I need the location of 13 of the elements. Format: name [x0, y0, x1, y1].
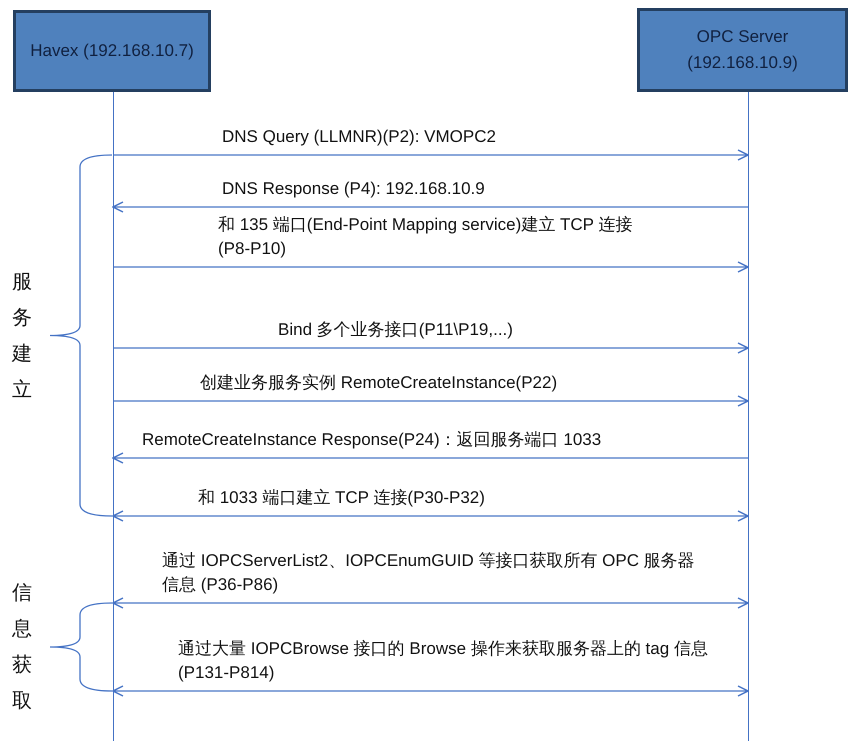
- message-arrow: [113, 342, 749, 354]
- message-arrow: [112, 201, 748, 213]
- message-arrow: [113, 261, 749, 273]
- message-arrow: [112, 597, 749, 609]
- phase-label: 服务建立: [12, 270, 33, 402]
- participant-box: OPC Server (192.168.10.9): [637, 8, 848, 92]
- participant-box: Havex (192.168.10.7): [13, 10, 211, 92]
- message-arrow: [112, 685, 749, 697]
- message-arrow: [112, 452, 748, 464]
- message-arrow: [113, 395, 749, 407]
- message-arrow: [112, 510, 749, 522]
- phase-label: 信息获取: [12, 581, 33, 714]
- message-arrow: [113, 149, 749, 161]
